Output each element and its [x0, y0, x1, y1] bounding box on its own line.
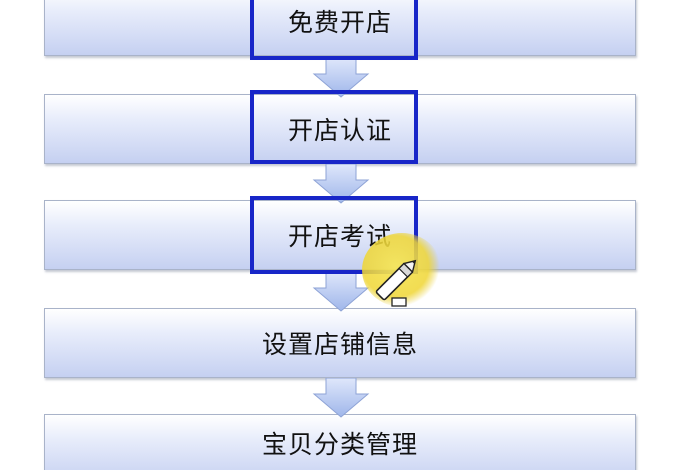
step-box-3: 开店考试 [44, 200, 636, 270]
flow-arrow-2 [312, 164, 370, 204]
flow-arrow-3 [312, 272, 370, 312]
step-box-1: 免费开店 [44, 0, 636, 56]
pen-pointer-icon [362, 233, 442, 307]
step-label-4: 设置店铺信息 [261, 330, 418, 359]
step-label-1: 免费开店 [287, 8, 392, 37]
step-label-5: 宝贝分类管理 [261, 430, 418, 459]
step-box-2: 开店认证 [44, 94, 636, 164]
flow-arrow-4 [312, 378, 370, 418]
step-label-2: 开店认证 [287, 116, 392, 145]
step-box-4: 设置店铺信息 [44, 308, 636, 378]
flow-arrow-1 [312, 58, 370, 98]
step-box-5: 宝贝分类管理 [44, 414, 636, 470]
